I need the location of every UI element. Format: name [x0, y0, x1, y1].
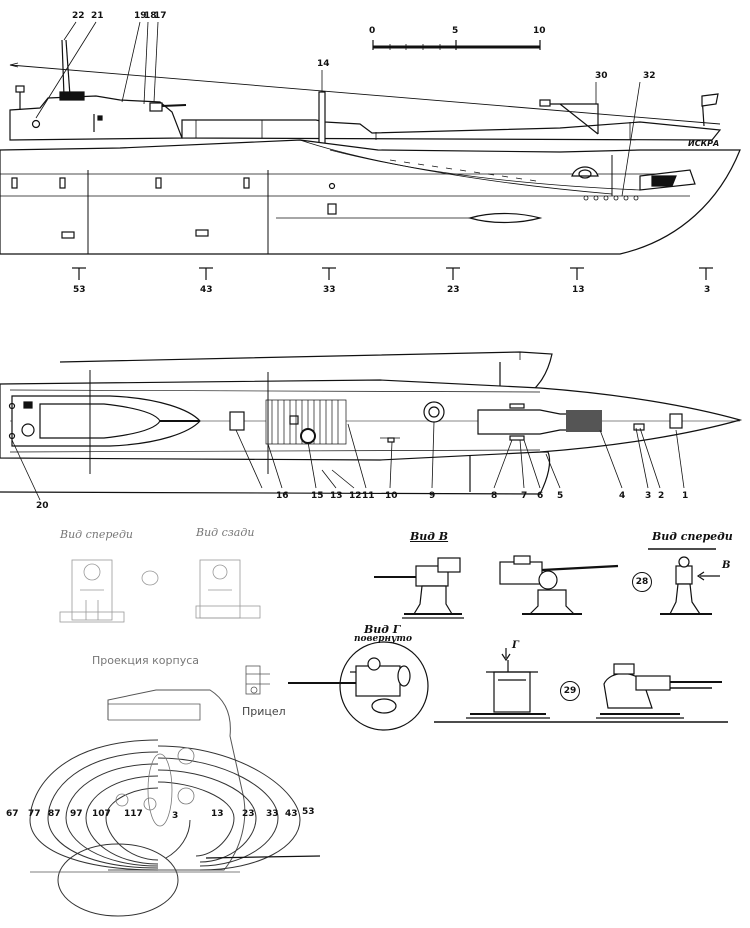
caption-hull-sections: Проекция корпуса [92, 654, 199, 667]
section-label-67: 67 [6, 809, 19, 819]
gun-views [59, 548, 728, 731]
scale-bar [372, 40, 541, 50]
callout-7: 7 [521, 491, 528, 501]
callout-2: 2 [658, 491, 665, 501]
frame-label-53: 53 [73, 285, 86, 295]
frame-label-43: 43 [200, 285, 213, 295]
arrow-label-g: Г [512, 640, 519, 651]
scale-tick-0: 0 [369, 26, 376, 36]
frame-markers [72, 267, 713, 280]
arrow-label-v: В [722, 560, 731, 571]
frame-label-13: 13 [572, 285, 585, 295]
frame-label-3: 3 [704, 285, 711, 295]
caption-view-front-faint: Вид спереди [60, 528, 133, 541]
frame-label-23: 23 [447, 285, 460, 295]
callout-19: 19 [134, 11, 147, 21]
section-label-107: 107 [92, 809, 111, 819]
section-label-97: 97 [70, 809, 83, 819]
frame-label-33: 33 [323, 285, 336, 295]
caption-view-v: Вид В [410, 530, 449, 543]
callout-21: 21 [91, 11, 104, 21]
callout-3: 3 [645, 491, 652, 501]
callout-14: 14 [317, 59, 330, 69]
callout-16: 16 [276, 491, 289, 501]
callout-6: 6 [537, 491, 544, 501]
callout-30: 30 [595, 71, 608, 81]
section-label-13: 13 [211, 809, 224, 819]
callout-1: 1 [682, 491, 689, 501]
callout-11: 11 [362, 491, 375, 501]
callout-10: 10 [385, 491, 398, 501]
callout-17: 17 [154, 11, 167, 21]
scale-tick-5: 5 [452, 26, 459, 36]
callout-9: 9 [429, 491, 436, 501]
callout-20: 20 [36, 501, 49, 511]
callout-5: 5 [557, 491, 564, 501]
section-label-23: 23 [242, 809, 255, 819]
caption-view-rear-faint: Вид сзади [196, 526, 255, 539]
callout-12: 12 [349, 491, 362, 501]
ref-29: 29 [560, 681, 580, 701]
ref-28: 28 [632, 572, 652, 592]
callout-22: 22 [72, 11, 85, 21]
section-label-77: 77 [28, 809, 41, 819]
callout-4: 4 [619, 491, 626, 501]
gun-front-view [648, 548, 720, 615]
hull-sections [29, 689, 321, 917]
section-label-33: 33 [266, 809, 279, 819]
sight-detail [245, 665, 270, 695]
section-label-87: 87 [48, 809, 61, 819]
section-label-117: 117 [124, 809, 143, 819]
caption-view-front: Вид спереди [652, 530, 733, 543]
caption-view-g-sub: повернуто [354, 634, 412, 644]
gun-view-v [374, 557, 464, 619]
callout-18: 18 [144, 11, 157, 21]
gun-29-front [466, 648, 550, 719]
hull-name: ИСКРА [688, 139, 720, 148]
callout-8: 8 [491, 491, 498, 501]
scale-tick-10: 10 [533, 26, 546, 36]
callout-15: 15 [311, 491, 324, 501]
section-label-53: 53 [302, 807, 315, 817]
section-label-3: 3 [172, 811, 179, 821]
callout-13: 13 [330, 491, 343, 501]
caption-view-g: Вид Г [364, 623, 401, 636]
side-view [0, 21, 741, 280]
gun-29-iso [596, 663, 722, 719]
hull-limber-holes [583, 195, 639, 201]
caption-sight: Прицел [242, 705, 286, 718]
gun-view-v-iso [499, 555, 619, 615]
callout-32: 32 [643, 71, 656, 81]
gun-view-g [288, 641, 429, 731]
plan-view [0, 351, 743, 501]
section-label-43: 43 [285, 809, 298, 819]
